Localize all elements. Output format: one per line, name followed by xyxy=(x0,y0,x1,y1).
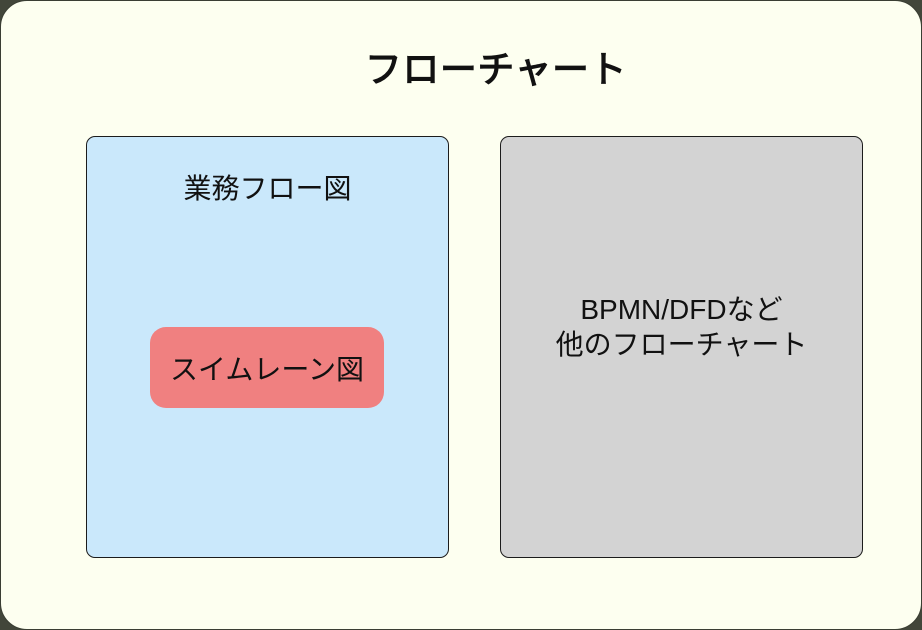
group-business-flow: 業務フロー図 スイムレーン図 xyxy=(86,136,449,558)
group-other-flowcharts: BPMN/DFDなど 他のフローチャート xyxy=(500,136,863,558)
group-other-flowcharts-label: BPMN/DFDなど 他のフローチャート xyxy=(556,292,808,362)
other-flowcharts-label-line2: 他のフローチャート xyxy=(555,329,808,360)
diagram-title: フローチャート xyxy=(364,49,628,90)
other-flowcharts-label-line1: BPMN/DFDなど xyxy=(580,294,783,325)
node-swimlane-label: スイムレーン図 xyxy=(169,353,365,385)
group-business-flow-label: 業務フロー図 xyxy=(183,173,352,204)
node-swimlane: スイムレーン図 xyxy=(150,327,384,408)
